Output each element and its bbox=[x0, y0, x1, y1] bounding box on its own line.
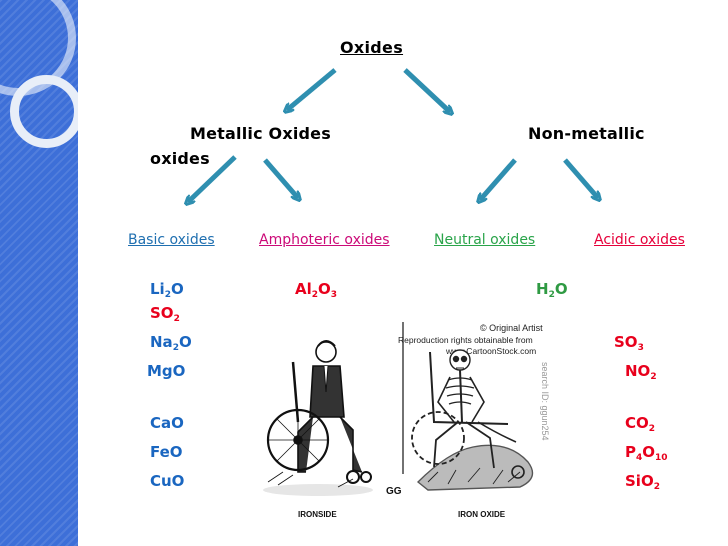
formula-cuo: CuO bbox=[150, 472, 185, 490]
formula-no2: NO2 bbox=[625, 362, 657, 382]
non-metallic-oxides-heading: Non-metallic bbox=[528, 124, 645, 143]
category-neutral-oxides: Neutral oxides bbox=[434, 232, 536, 248]
category-amphoteric-oxides: Amphoteric oxides bbox=[259, 232, 390, 248]
formula-cao: CaO bbox=[150, 414, 184, 432]
cartoon-rights-line1: Reproduction rights obtainable from bbox=[398, 335, 533, 345]
formula-li2o: Li2O bbox=[150, 280, 184, 300]
cartoon-search-id: search ID: ggun254 bbox=[540, 362, 550, 441]
formula-so2-left: SO2 bbox=[150, 304, 180, 324]
formula-co2: CO2 bbox=[625, 414, 656, 434]
cartoon-illustration: © Original Artist Reproduction rights ob… bbox=[263, 322, 550, 519]
arrow-nonmetallic-to-acidic bbox=[563, 158, 598, 198]
arrow-oxides-to-metallic bbox=[287, 68, 337, 110]
arrow-metallic-to-basic bbox=[188, 155, 237, 202]
cartoon-copyright: © Original Artist bbox=[480, 323, 543, 333]
category-basic-oxides: Basic oxides bbox=[128, 232, 215, 248]
formula-al2o3: Al2O3 bbox=[295, 280, 338, 300]
arrow-oxides-to-nonmetallic bbox=[403, 68, 450, 112]
metallic-oxides-heading-continued: oxides bbox=[150, 149, 210, 168]
formula-feo: FeO bbox=[150, 443, 183, 461]
formula-sio2: SiO2 bbox=[625, 472, 660, 492]
formula-h2o: H2O bbox=[536, 280, 568, 300]
metallic-oxides-heading: Metallic Oxides bbox=[190, 124, 331, 143]
cartoon-caption-iron-oxide: IRON OXIDE bbox=[458, 510, 506, 519]
cartoon-caption-ironside: IRONSIDE bbox=[298, 510, 337, 519]
skeleton-in-wheelchair-drawing bbox=[411, 349, 534, 491]
category-acidic-oxides: Acidic oxides bbox=[594, 232, 685, 248]
formula-na2o: Na2O bbox=[150, 333, 192, 353]
decorative-sidebar bbox=[0, 0, 78, 546]
cartoon-signature: GG bbox=[386, 486, 402, 497]
formula-mgo: MgO bbox=[147, 362, 186, 380]
diagram-title: Oxides bbox=[340, 38, 404, 57]
man-in-wheelchair-drawing bbox=[263, 340, 373, 496]
formula-so3: SO3 bbox=[614, 333, 644, 353]
formula-p4o10: P4O10 bbox=[625, 443, 668, 463]
arrow-metallic-to-amphoteric bbox=[263, 158, 298, 198]
ring-decoration-main bbox=[10, 75, 78, 148]
arrow-nonmetallic-to-neutral bbox=[480, 158, 517, 200]
cartoon-rights-line2: www.CartoonStock.com bbox=[445, 346, 536, 356]
